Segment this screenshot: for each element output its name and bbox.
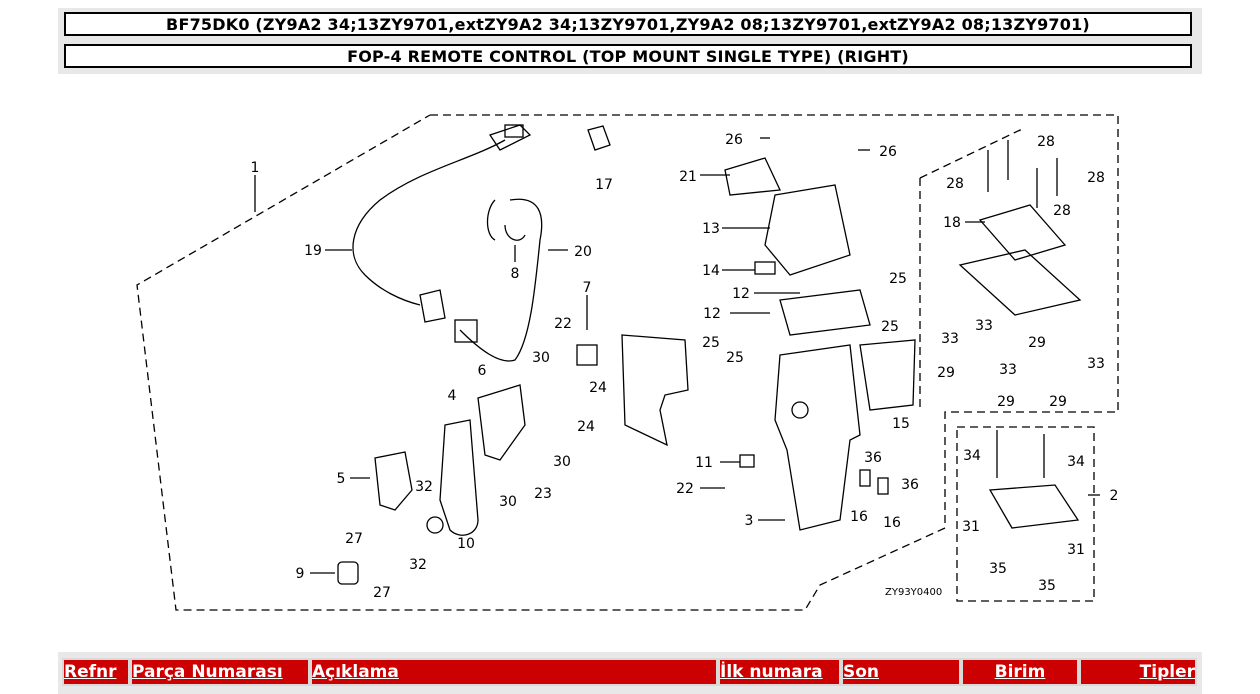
label-1: 1 [251,160,260,176]
parts-table-header: Refnr Parça Numarası Açıklama İlk numara… [58,652,1202,694]
label-6: 6 [478,363,487,379]
label-25c: 25 [702,335,720,351]
label-4: 4 [448,388,457,404]
assembly-1-boundary [136,114,1119,611]
col-part-number[interactable]: Parça Numarası [130,658,310,686]
label-25d: 25 [726,350,744,366]
label-35b: 35 [1038,578,1056,594]
label-33d: 33 [999,362,1017,378]
col-unit[interactable]: Birim [961,658,1079,686]
col-last[interactable]: Son [841,658,961,686]
col-description[interactable]: Açıklama [310,658,718,686]
label-19: 19 [304,243,322,259]
plate-18 [978,204,1067,261]
label-11: 11 [695,455,713,471]
label-22b: 22 [676,481,694,497]
label-29d: 29 [1049,394,1067,410]
label-32b: 32 [409,557,427,573]
label-16a: 16 [850,509,868,525]
label-25a: 25 [889,271,907,287]
block-2 [988,484,1080,529]
cap-21 [724,157,781,196]
label-24b: 24 [577,419,595,435]
label-30b: 30 [553,454,571,470]
label-28c: 28 [1087,170,1105,186]
label-27b: 27 [373,585,391,601]
title-block: BF75DK0 (ZY9A2 34;13ZY9701,extZY9A2 34;1… [58,8,1202,74]
label-34a: 34 [963,448,981,464]
label-25b: 25 [881,319,899,335]
section-title: FOP-4 REMOTE CONTROL (TOP MOUNT SINGLE T… [64,44,1192,68]
label-30c: 30 [499,494,517,510]
label-12b: 12 [703,306,721,322]
label-2: 2 [1110,488,1119,504]
label-8: 8 [511,266,520,282]
cable-20 [459,198,543,362]
lever-4 [439,419,479,536]
label-30a: 30 [532,350,550,366]
label-31a: 31 [962,519,980,535]
label-33b: 33 [941,331,959,347]
label-35a: 35 [989,561,1007,577]
label-14: 14 [702,263,720,279]
bracket-12 [779,289,871,336]
label-13: 13 [702,221,720,237]
main-body-3 [774,344,861,531]
label-36b: 36 [901,477,919,493]
assembly-2-boundary [956,426,1095,602]
col-types[interactable]: Tipler [1079,658,1197,686]
label-3: 3 [745,513,754,529]
label-29a: 29 [1028,335,1046,351]
label-9: 9 [296,566,305,582]
drawing-code: ZY93Y0400 [885,587,942,598]
label-29b: 29 [937,365,955,381]
plate [621,334,689,447]
lever-15 [859,339,916,411]
label-5: 5 [337,471,346,487]
label-12a: 12 [732,286,750,302]
label-21: 21 [679,169,697,185]
plate-gasket [958,249,1082,316]
label-22a: 22 [554,316,572,332]
label-28b: 28 [946,176,964,192]
label-34b: 34 [1067,454,1085,470]
label-27a: 27 [345,531,363,547]
label-31b: 31 [1067,542,1085,558]
label-16b: 16 [883,515,901,531]
label-33c: 33 [1087,356,1105,372]
label-24a: 24 [589,380,607,396]
col-refnr[interactable]: Refnr [62,658,130,686]
label-28d: 28 [1053,203,1071,219]
grip-5 [374,451,413,511]
model-title: BF75DK0 (ZY9A2 34;13ZY9701,extZY9A2 34;1… [64,12,1192,36]
label-26b: 26 [879,144,897,160]
label-26a: 26 [725,132,743,148]
label-18: 18 [943,215,961,231]
label-28a: 28 [1037,134,1055,150]
cable-19 [352,139,506,306]
label-29c: 29 [997,394,1015,410]
arm-6 [477,384,526,461]
label-23: 23 [534,486,552,502]
label-20: 20 [574,244,592,260]
label-7: 7 [583,280,592,296]
label-33a: 33 [975,318,993,334]
label-32a: 32 [415,479,433,495]
label-10: 10 [457,536,475,552]
label-17: 17 [595,177,613,193]
col-first-number[interactable]: İlk numara [718,658,841,686]
label-15: 15 [892,416,910,432]
cover-13 [764,184,851,276]
label-36a: 36 [864,450,882,466]
